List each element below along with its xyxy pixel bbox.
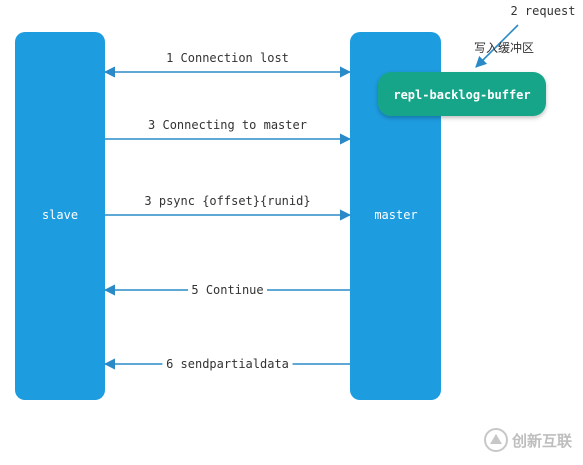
watermark-logo-icon [484, 428, 508, 452]
watermark-logo-mark-icon [490, 434, 502, 444]
repl-backlog-buffer-label: repl-backlog-buffer [393, 88, 530, 102]
slave-node [15, 32, 105, 400]
message-label-bg-4 [188, 282, 267, 298]
message-label-5: 6 sendpartialdata [166, 357, 289, 371]
request-arrow [475, 24, 519, 68]
message-label-2: 3 Connecting to master [148, 118, 307, 132]
watermark-text: 创新互联 [511, 432, 573, 450]
repl-backlog-buffer-box [378, 72, 546, 116]
message-layer: 1 Connection lost 3 Connecting to master 3… [103, 51, 352, 372]
message-label-4: 5 Continue [191, 283, 263, 297]
master-label: master [374, 208, 417, 222]
request-annotation: 写入缓冲区 [474, 40, 534, 55]
message-label-1: 1 Connection lost [166, 51, 289, 65]
message-label-3: 3 psync {offset}{runid} [144, 194, 310, 208]
master-node [350, 32, 441, 400]
slave-label: slave [42, 208, 78, 222]
request-label: 2 request [510, 4, 575, 18]
message-label-bg-5 [162, 356, 293, 372]
watermark: 创新互联 [484, 428, 573, 452]
